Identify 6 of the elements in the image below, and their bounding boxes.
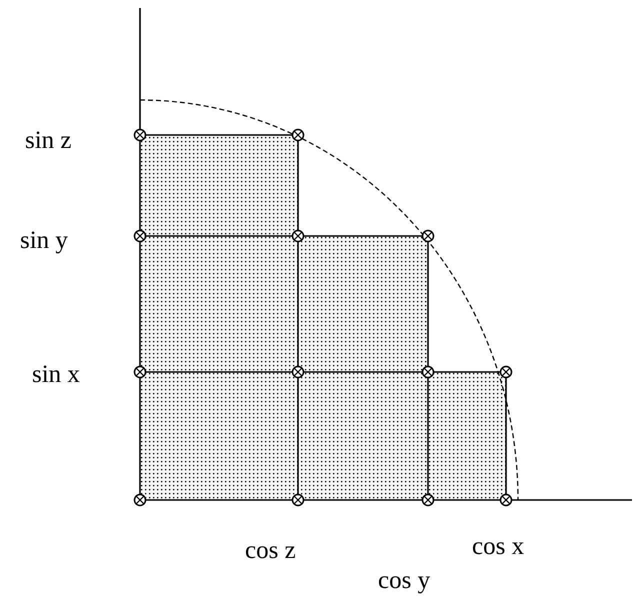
axis-label: sin x bbox=[32, 362, 80, 387]
axis-label: cos y bbox=[378, 568, 430, 593]
axis-label: sin z bbox=[25, 128, 72, 153]
axis-label: sin y bbox=[20, 228, 68, 253]
axis-label: cos z bbox=[245, 538, 296, 563]
axis-label: cos x bbox=[472, 534, 524, 559]
